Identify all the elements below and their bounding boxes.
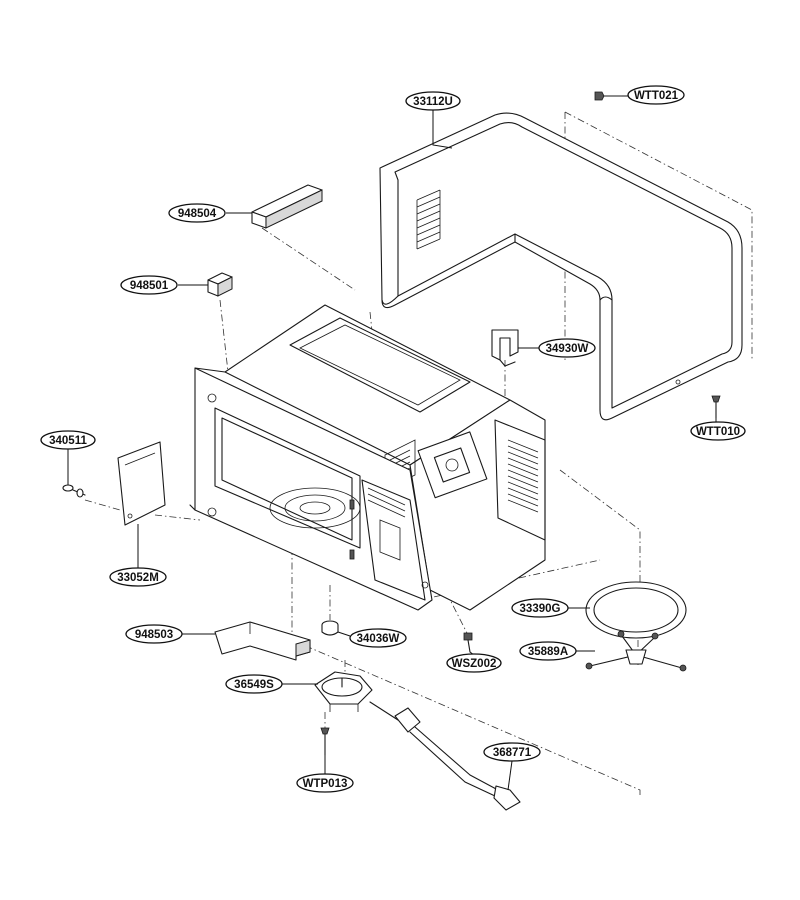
callout-36549s: 36549S <box>225 674 283 694</box>
svg-text:948501: 948501 <box>130 280 169 292</box>
callout-33112u: 33112U <box>405 91 461 111</box>
harness-368771 <box>369 701 521 811</box>
svg-text:WTT021: WTT021 <box>634 90 679 102</box>
outer-cabinet <box>379 112 743 421</box>
svg-text:34036W: 34036W <box>357 633 400 645</box>
svg-text:36549S: 36549S <box>234 679 274 691</box>
glass-tray-33390g <box>585 581 687 639</box>
roller-ring-35889a <box>585 630 687 672</box>
foam-l-948503 <box>214 621 311 661</box>
screw-wtt021 <box>594 91 623 101</box>
callout-948504: 948504 <box>168 203 226 223</box>
svg-text:368771: 368771 <box>493 747 532 759</box>
callout-labels: WTT021 33112U 948504 948501 34930W WTT01… <box>40 85 746 793</box>
callout-wtp013: WTP013 <box>296 773 354 793</box>
side-vent-slots <box>507 439 539 513</box>
callout-34036w: 34036W <box>349 628 407 648</box>
motor-36549s <box>314 671 373 712</box>
callout-368771: 368771 <box>483 742 541 762</box>
screw-wtt010 <box>711 395 721 419</box>
callout-wtt021: WTT021 <box>627 85 685 105</box>
bracket-34930w <box>491 329 519 367</box>
svg-text:WTT010: WTT010 <box>696 426 740 438</box>
svg-text:33112U: 33112U <box>413 96 453 108</box>
callout-948501: 948501 <box>120 275 178 295</box>
foam-block-948501 <box>207 272 233 297</box>
screw-340511 <box>62 484 86 498</box>
leader-lines <box>67 95 717 791</box>
svg-text:948503: 948503 <box>135 629 173 641</box>
callout-35889a: 35889A <box>519 641 577 661</box>
svg-text:34930W: 34930W <box>546 343 589 355</box>
screw-wsz002 <box>463 632 473 653</box>
callout-340511: 340511 <box>40 430 96 450</box>
callout-wtt010: WTT010 <box>690 421 746 441</box>
screw-wtp013 <box>320 727 330 756</box>
callout-33390g: 33390G <box>511 598 569 618</box>
svg-text:35889A: 35889A <box>528 646 568 658</box>
cabinet-vent-slots <box>416 189 441 250</box>
coupler-34036w <box>321 620 339 636</box>
svg-text:948504: 948504 <box>178 208 217 220</box>
svg-text:340511: 340511 <box>49 435 87 447</box>
oven-cavity-body <box>189 304 546 611</box>
svg-text:33052M: 33052M <box>117 572 159 584</box>
svg-text:WSZ002: WSZ002 <box>452 658 497 670</box>
svg-text:33390G: 33390G <box>520 603 561 615</box>
foam-strip-948504 <box>251 184 323 229</box>
callout-wsz002: WSZ002 <box>446 653 502 673</box>
callout-33052m: 33052M <box>109 567 167 587</box>
cover-plate-33052m <box>117 441 166 526</box>
callout-34930w: 34930W <box>538 338 596 358</box>
svg-text:WTP013: WTP013 <box>303 778 348 790</box>
callout-948503: 948503 <box>125 624 183 644</box>
